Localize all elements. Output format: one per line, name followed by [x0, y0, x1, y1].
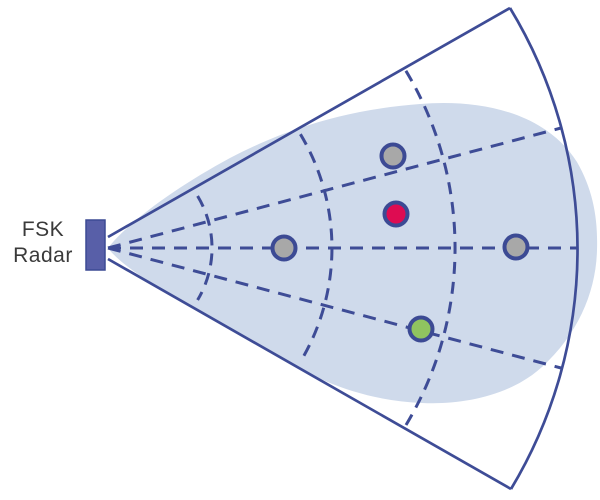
target-gray-right [502, 233, 530, 261]
beam-line-lower [107, 246, 562, 370]
targets [270, 142, 530, 343]
radar-antenna [85, 219, 106, 271]
sector-edge-top [107, 6, 511, 239]
range-rings [196, 70, 457, 426]
sector-outline [107, 6, 579, 491]
target-green [407, 315, 435, 343]
target-gray-left [270, 234, 298, 262]
target-gray-top [379, 142, 407, 170]
radar-label: FSK Radar [2, 217, 84, 269]
range-ring-2 [299, 133, 334, 363]
sector-outer-arc [508, 7, 579, 490]
sector-edge-bottom [107, 257, 512, 491]
radar-label-line2: Radar [13, 244, 73, 267]
target-red [382, 200, 410, 228]
range-ring-3 [404, 70, 457, 426]
beam-line-upper [107, 126, 562, 250]
radar-label-line1: FSK [21, 218, 65, 241]
radial-beam-lines [107, 126, 577, 370]
